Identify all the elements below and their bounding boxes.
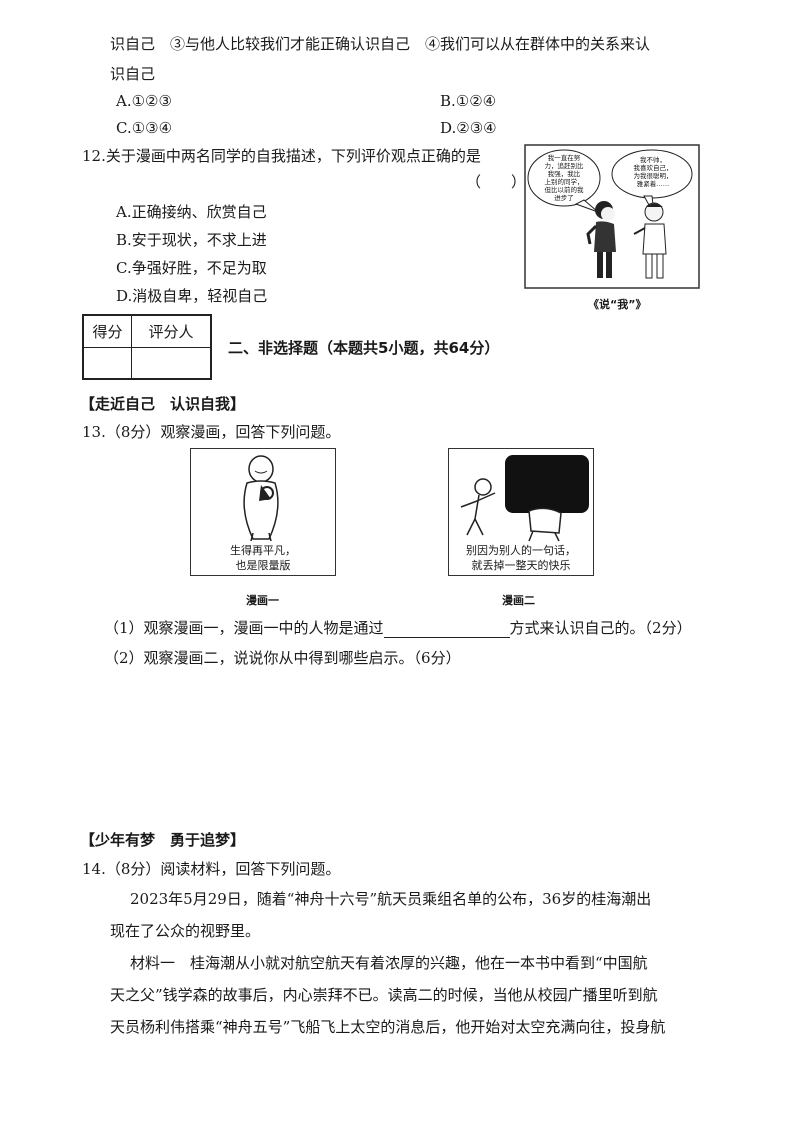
q13-comic-one: 生得再平凡， 也是限量版 bbox=[190, 448, 336, 576]
q12-cartoon-bubble-left: 我一直在努 力，追赶别比 我强，我比 上别的同学， 但比以前的我 进步了 bbox=[532, 154, 596, 202]
part2-heading: 【少年有梦 勇于追梦】 bbox=[80, 831, 246, 849]
q12-answer-paren: （ ） bbox=[466, 173, 527, 191]
comic-two-caption-2: 就丢掉一整天的快乐 bbox=[471, 559, 571, 572]
comic-one-caption-2: 也是限量版 bbox=[235, 559, 291, 572]
score-entry-cell[interactable] bbox=[84, 348, 132, 380]
bubble-right-line: 为我很聪明， bbox=[633, 172, 673, 180]
score-table-entry-row bbox=[84, 348, 210, 380]
q14-para2-line3: 天员杨利伟搭乘“神舟五号”飞船飞上太空的消息后，他开始对太空充满向往，投身航 bbox=[110, 1018, 666, 1036]
q11-option-b[interactable]: B.①②④ bbox=[440, 92, 497, 110]
bubble-right-line: 我喜欢自己， bbox=[633, 164, 673, 172]
q12-option-b[interactable]: B.安于现状，不求上进 bbox=[116, 231, 267, 249]
q14-para2-line1: 材料一 桂海潮从小就对航空航天有着浓厚的兴趣，他在一本书中看到“中国航 bbox=[130, 954, 648, 972]
section2-title: 二、非选择题（本题共5小题，共64分） bbox=[228, 339, 500, 357]
q12-option-d[interactable]: D.消极自卑，轻视自己 bbox=[116, 287, 268, 305]
q13-sub1: （1）观察漫画一，漫画一中的人物是通过 方式来认识自己的。（2分） bbox=[104, 618, 692, 638]
q12-cartoon-title: 《说“我”》 bbox=[588, 298, 647, 311]
comic-one-drawing bbox=[243, 455, 279, 542]
q13-stem: 13.（8分）观察漫画，回答下列问题。 bbox=[82, 423, 341, 441]
bubble-left-line: 但比以前的我 bbox=[544, 186, 584, 194]
bubble-right-line: 我不帅， bbox=[640, 156, 666, 164]
score-col-label: 得分 bbox=[84, 316, 132, 348]
bubble-left-line: 力，追赶别比 bbox=[544, 162, 584, 170]
comic-one-title: 漫画一 bbox=[246, 594, 279, 607]
q12-option-c[interactable]: C.争强好胜，不足为取 bbox=[116, 259, 267, 277]
q13-sub1-text-after: 方式来认识自己的。（2分） bbox=[509, 619, 692, 637]
comic-two-title: 漫画二 bbox=[502, 594, 535, 607]
bubble-right-line: 雅紧着…… bbox=[636, 180, 670, 188]
grader-entry-cell[interactable] bbox=[132, 348, 210, 380]
grader-col-label: 评分人 bbox=[148, 323, 194, 341]
q11-line1: 识自己 ③与他人比较我们才能正确认识自己 ④我们可以从在群体中的关系来认 bbox=[110, 35, 651, 53]
q14-para1-line1: 2023年5月29日，随着“神舟十六号”航天员乘组名单的公布，36岁的桂海潮出 bbox=[130, 890, 652, 908]
q13-sub1-blank[interactable] bbox=[383, 622, 510, 638]
q11-option-c[interactable]: C.①③④ bbox=[116, 119, 173, 137]
part1-heading: 【走近自己 认识自我】 bbox=[80, 395, 246, 413]
comic-two-caption-1: 别因为别人的一句话， bbox=[466, 544, 576, 557]
bubble-left-line: 进步了 bbox=[554, 194, 574, 202]
comic-two-drawing bbox=[460, 455, 589, 542]
q12-option-a[interactable]: A.正确接纳、欣赏自己 bbox=[116, 203, 267, 221]
q12-cartoon: 我一直在努 力，追赶别比 我强，我比 上别的同学， 但比以前的我 进步了 我不帅… bbox=[524, 144, 700, 289]
bubble-left-line: 上别的同学， bbox=[544, 178, 584, 186]
bubble-left-line: 我一直在努 bbox=[547, 154, 581, 162]
q11-option-d[interactable]: D.②③④ bbox=[440, 119, 497, 137]
q11-option-a[interactable]: A.①②③ bbox=[116, 92, 172, 110]
q14-para2-line2: 天之父”钱学森的故事后，内心崇拜不已。读高二的时候，当他从校园广播里听到航 bbox=[110, 986, 658, 1004]
q12-cartoon-bubble-right: 我不帅， 我喜欢自己， 为我很聪明， 雅紧着…… bbox=[618, 156, 688, 188]
score-table-header-row: 得分 评分人 bbox=[84, 316, 210, 348]
q13-sub1-text: （1）观察漫画一，漫画一中的人物是通过 bbox=[104, 619, 384, 637]
bubble-left-line: 我强，我比 bbox=[547, 170, 581, 178]
q14-stem: 14.（8分）阅读材料，回答下列问题。 bbox=[82, 860, 341, 878]
score-table: 得分 评分人 bbox=[82, 314, 212, 380]
q14-para1-line2: 现在了公众的视野里。 bbox=[110, 922, 261, 940]
q13-sub2: （2）观察漫画二，说说你从中得到哪些启示。（6分） bbox=[104, 649, 461, 667]
q13-answer-area[interactable] bbox=[104, 676, 704, 816]
q12-stem: 12.关于漫画中两名同学的自我描述，下列评价观点正确的是 bbox=[82, 147, 481, 165]
q11-line2: 识自己 bbox=[110, 65, 156, 83]
q12-cartoon-drawing bbox=[524, 144, 700, 289]
comic-one-caption-1: 生得再平凡， bbox=[230, 544, 296, 557]
q13-comic-two: 别因为别人的一句话， 就丢掉一整天的快乐 bbox=[448, 448, 594, 576]
